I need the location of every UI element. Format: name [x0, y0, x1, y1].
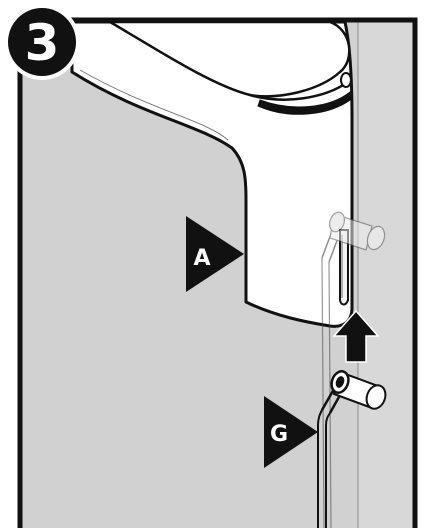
figure-frame — [17, 17, 418, 528]
callout-g-pointer — [264, 396, 318, 468]
callout-g: G — [264, 396, 318, 468]
callout-g-label: G — [270, 422, 288, 447]
step-badge: 3 — [4, 4, 80, 80]
callout-a-pointer — [186, 216, 244, 292]
callout-a-label: A — [193, 246, 210, 271]
arrow-up-icon — [332, 309, 380, 363]
wall-strip — [358, 20, 415, 528]
lift-rod-part-g — [317, 370, 387, 528]
faucet-body — [70, 20, 354, 328]
callout-a: A — [186, 216, 244, 292]
step-number: 3 — [25, 14, 60, 72]
step-badge-circle — [8, 8, 76, 76]
